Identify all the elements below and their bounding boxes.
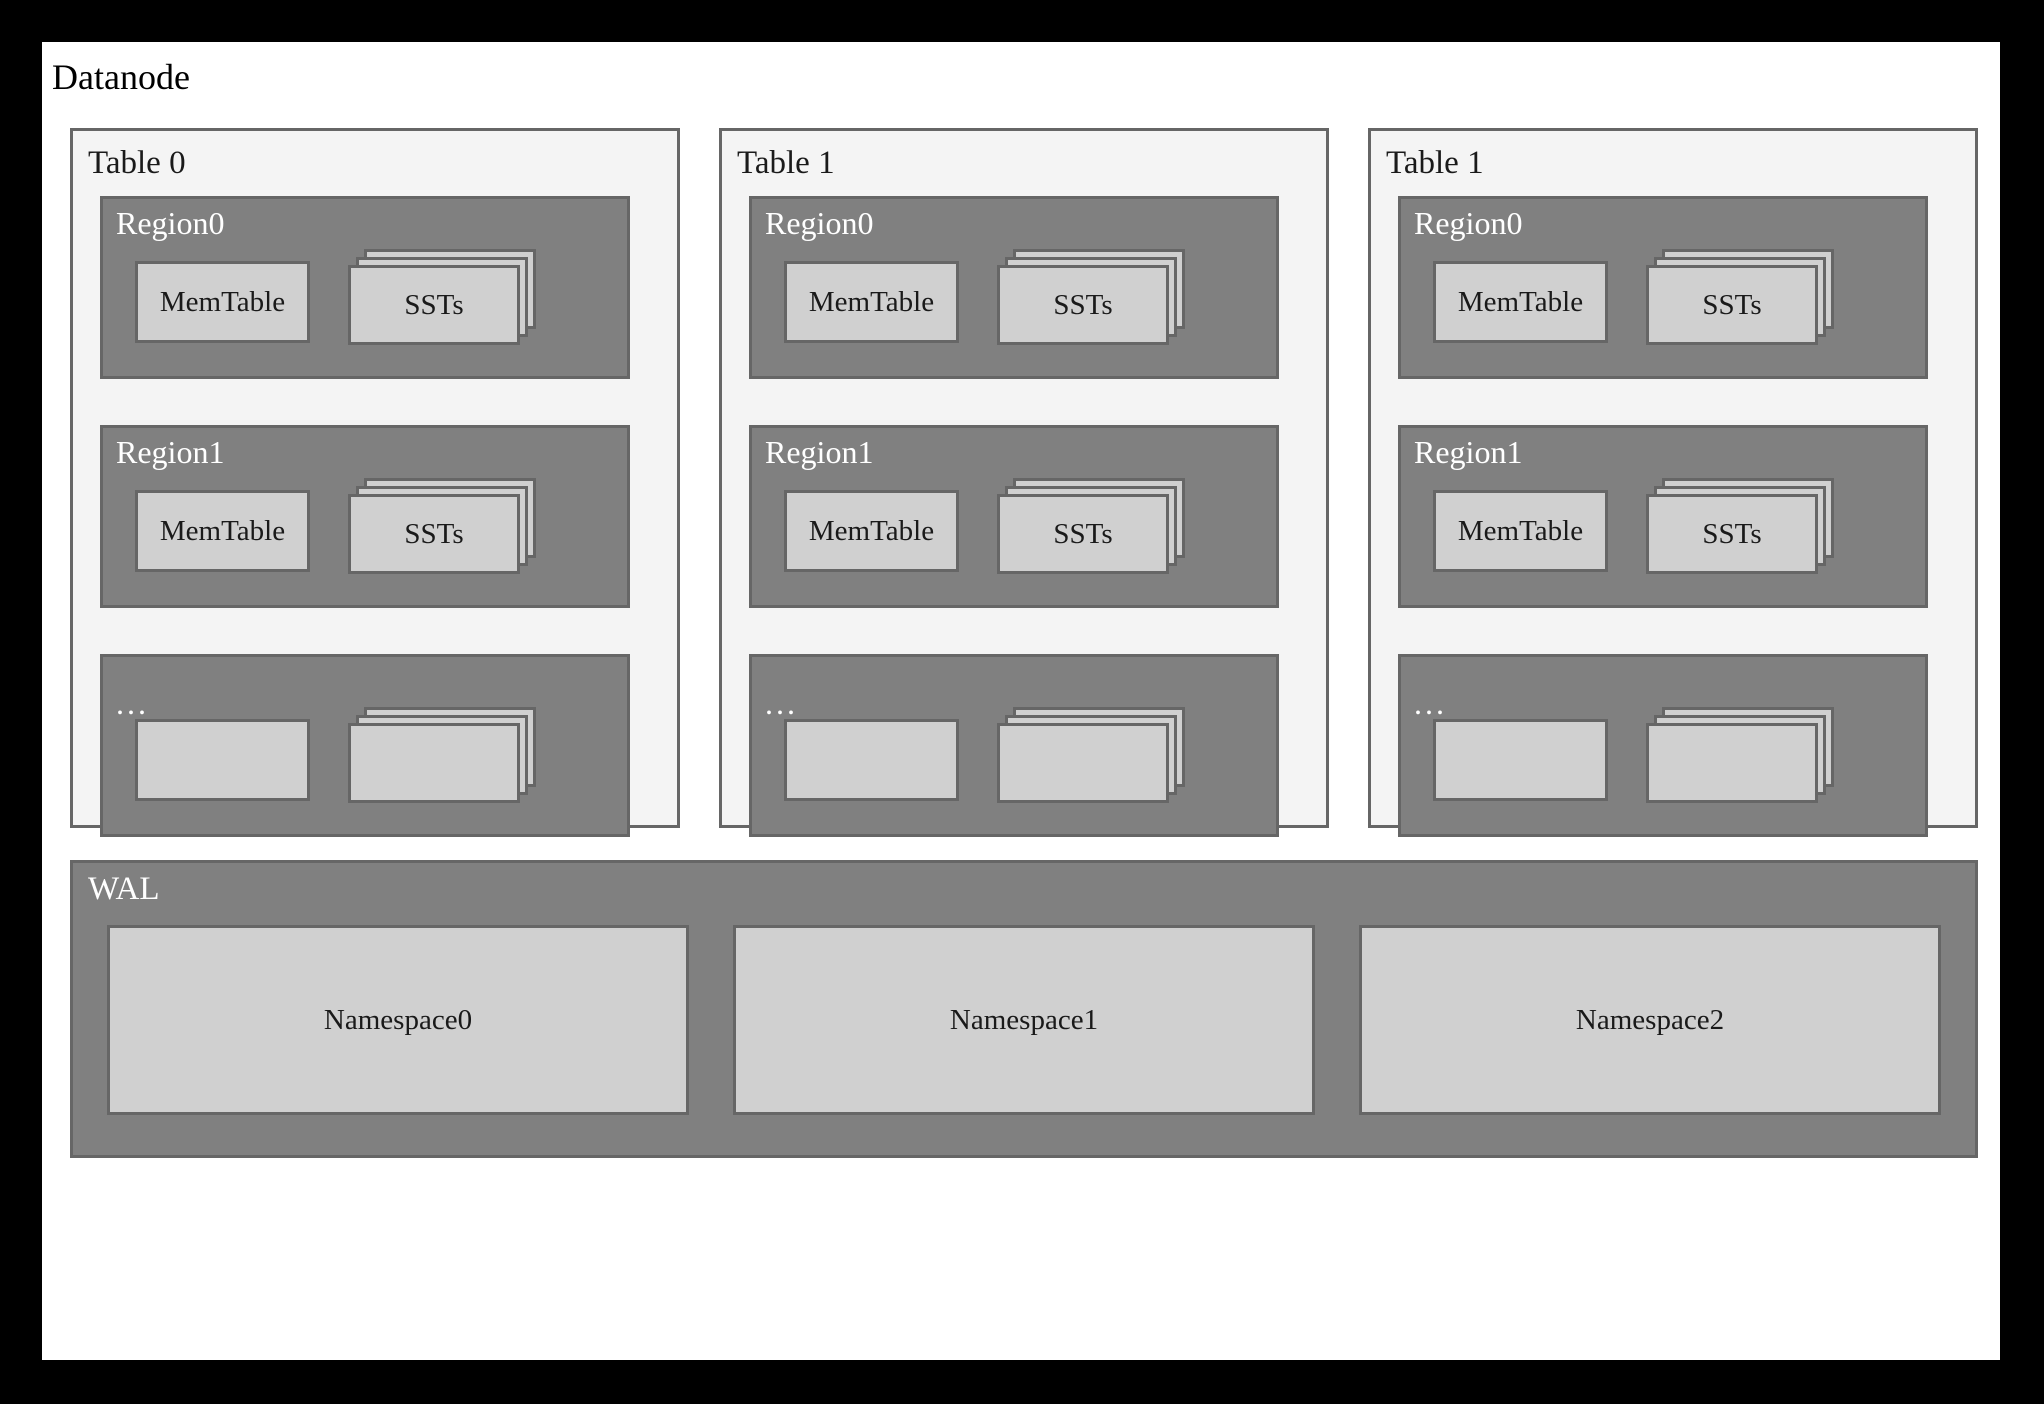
sst-stack[interactable] [997,707,1187,805]
sst-layer-front: SSTs [997,265,1169,345]
namespace-list: Namespace0 Namespace1 Namespace2 [107,925,1941,1115]
region-body [784,707,1258,805]
memtable-box[interactable]: MemTable [1433,261,1608,343]
sst-stack[interactable]: SSTs [1646,478,1836,576]
namespace-box[interactable]: Namespace0 [107,925,689,1115]
table-title: Table 1 [737,145,835,181]
region-title: Region0 [765,205,874,241]
memtable-box[interactable]: MemTable [135,490,310,572]
region-ellipsis-label: ... [116,685,149,721]
region-block-ellipsis[interactable]: ... [1398,654,1928,837]
region-block[interactable]: Region1 MemTable SSTs [749,425,1279,608]
memtable-box[interactable]: MemTable [784,490,959,572]
table-panel-0[interactable]: Table 0 Region0 MemTable SSTs Region1 [70,128,680,837]
region-block[interactable]: Region1 MemTable SSTs [1398,425,1928,608]
region-body: MemTable SSTs [1433,478,1907,576]
sst-stack[interactable]: SSTs [997,249,1187,347]
namespace-box[interactable]: Namespace1 [733,925,1315,1115]
region-body: MemTable SSTs [135,249,609,347]
sst-layer-front [997,723,1169,803]
sst-layer-front [348,723,520,803]
region-title: Region1 [765,434,874,470]
sst-layer-front: SSTs [348,265,520,345]
region-ellipsis-label: ... [1414,685,1447,721]
wal-title: WAL [88,871,160,907]
memtable-box[interactable]: MemTable [135,261,310,343]
sst-layer-front: SSTs [348,494,520,574]
region-block[interactable]: Region0 MemTable SSTs [749,196,1279,379]
region-block[interactable]: Region0 MemTable SSTs [100,196,630,379]
sst-stack[interactable]: SSTs [348,249,538,347]
tables-row: Table 0 Region0 MemTable SSTs Region1 [70,128,1978,837]
sst-stack[interactable]: SSTs [1646,249,1836,347]
memtable-box[interactable] [135,719,310,801]
region-list: Region0 MemTable SSTs Region1 MemTable [749,196,1279,837]
memtable-box[interactable] [1433,719,1608,801]
sst-layer-front [1646,723,1818,803]
region-list: Region0 MemTable SSTs Region1 MemTable [1398,196,1928,837]
region-body: MemTable SSTs [784,249,1258,347]
sst-stack[interactable]: SSTs [348,478,538,576]
sst-layer-front: SSTs [1646,265,1818,345]
wal-section[interactable]: WAL Namespace0 Namespace1 Namespace2 [70,860,1978,1158]
region-block-ellipsis[interactable]: ... [749,654,1279,837]
region-list: Region0 MemTable SSTs Region1 MemTable [100,196,630,837]
memtable-box[interactable]: MemTable [784,261,959,343]
sst-layer-front: SSTs [1646,494,1818,574]
region-body [135,707,609,805]
sst-layer-front: SSTs [997,494,1169,574]
table-panel-2[interactable]: Table 1 Region0 MemTable SSTs Region1 [1368,128,1978,837]
region-body: MemTable SSTs [784,478,1258,576]
table-panel-1[interactable]: Table 1 Region0 MemTable SSTs Region1 [719,128,1329,837]
datanode-title: Datanode [52,57,190,97]
region-ellipsis-label: ... [765,685,798,721]
region-title: Region1 [116,434,225,470]
region-block-ellipsis[interactable]: ... [100,654,630,837]
region-block[interactable]: Region1 MemTable SSTs [100,425,630,608]
region-body: MemTable SSTs [135,478,609,576]
sst-stack[interactable] [348,707,538,805]
sst-stack[interactable] [1646,707,1836,805]
namespace-box[interactable]: Namespace2 [1359,925,1941,1115]
region-title: Region0 [1414,205,1523,241]
sst-stack[interactable]: SSTs [997,478,1187,576]
region-title: Region0 [116,205,225,241]
region-title: Region1 [1414,434,1523,470]
memtable-box[interactable]: MemTable [1433,490,1608,572]
datanode-diagram-canvas: Datanode Table 0 Region0 MemTable SSTs [42,42,2000,1360]
region-block[interactable]: Region0 MemTable SSTs [1398,196,1928,379]
memtable-box[interactable] [784,719,959,801]
table-title: Table 0 [88,145,186,181]
table-title: Table 1 [1386,145,1484,181]
region-body: MemTable SSTs [1433,249,1907,347]
region-body [1433,707,1907,805]
